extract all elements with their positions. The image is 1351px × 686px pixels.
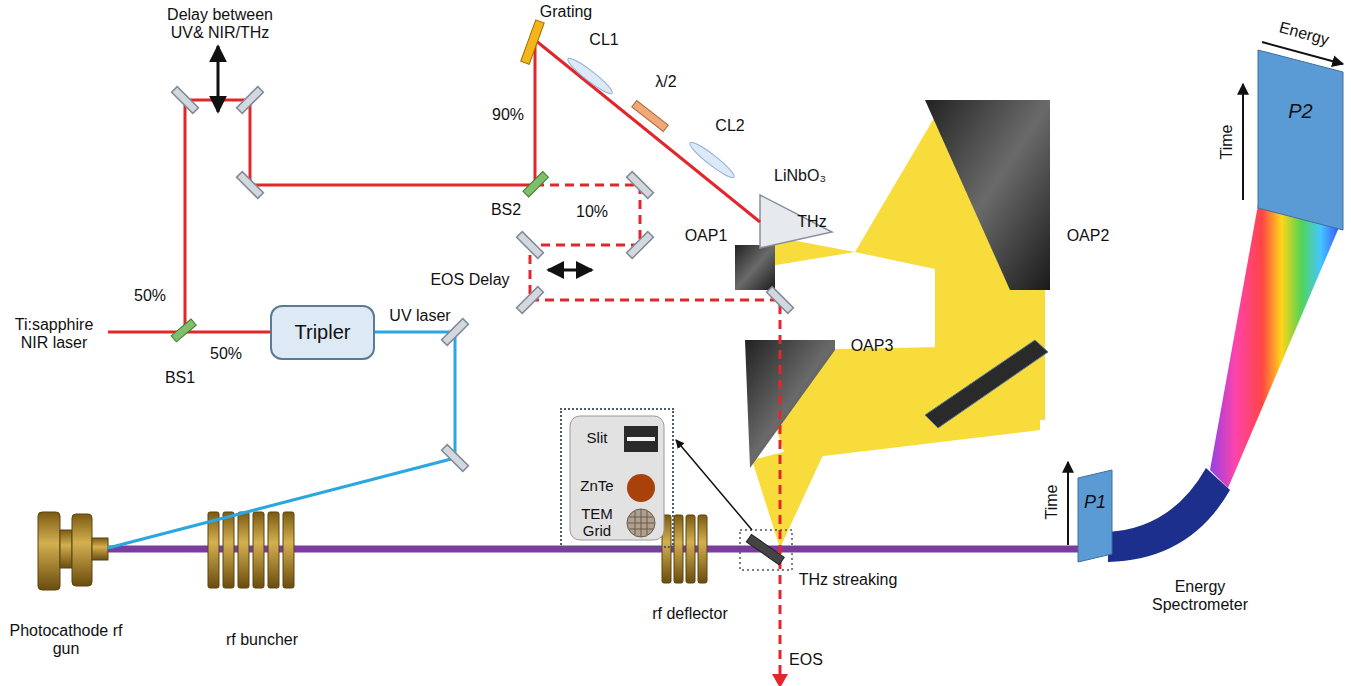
component-label: THz <box>797 213 826 231</box>
delay-arrow <box>548 269 592 272</box>
eos-arrowhead <box>772 674 788 686</box>
tripler-box: Tripler <box>270 305 375 360</box>
component-label: EOS <box>789 651 823 669</box>
inset-label: TEM Grid <box>572 506 622 539</box>
component-label: 10% <box>576 203 608 221</box>
dispersed-beam <box>1210 205 1340 488</box>
component-label: OAP2 <box>1067 227 1110 245</box>
component-label: Delay between UV& NIR/THz <box>160 6 280 43</box>
uv-beam <box>108 332 455 548</box>
component-label: UV laser <box>389 307 450 325</box>
screen-p2: P2 <box>1258 50 1343 230</box>
screen-label: P1 <box>1078 492 1112 513</box>
rf-buncher <box>208 512 294 588</box>
inset-label: ZnTe <box>572 478 622 495</box>
energy-spectrometer <box>1108 468 1230 562</box>
component-label: 50% <box>210 345 242 363</box>
linbo3-prism <box>760 195 832 248</box>
oap3-mirror <box>745 340 835 468</box>
rf-deflector <box>662 515 707 583</box>
half-waveplate <box>632 101 668 132</box>
component-label: rf deflector <box>652 605 728 623</box>
screen-p1: P1 <box>1078 470 1112 562</box>
cylindrical-lens <box>687 139 737 181</box>
oap1-mirror <box>735 245 775 290</box>
oap2-mirror <box>925 100 1050 290</box>
leader-arrow <box>676 440 752 530</box>
rf-gun <box>38 512 108 590</box>
nir-beam <box>185 331 270 334</box>
node-shape <box>1258 50 1343 230</box>
component-label: BS1 <box>165 369 195 387</box>
box-title: Tripler <box>295 321 351 344</box>
component-label: LiNbO₃ <box>774 167 826 185</box>
holder-outline <box>740 530 792 570</box>
bs1 <box>171 319 196 342</box>
inset-label: Slit <box>572 430 622 447</box>
node-shape <box>562 410 672 546</box>
mirrors <box>172 87 794 472</box>
bs2 <box>523 172 548 197</box>
eos-probe-beam <box>530 185 780 676</box>
component-label: Photocathode rf gun <box>6 622 126 659</box>
component-label: BS2 <box>491 201 521 219</box>
component-label: Grating <box>540 3 592 21</box>
component-label: Ti:sapphire NIR laser <box>5 316 103 353</box>
node-shape <box>1078 470 1112 562</box>
component-label: Time <box>1043 485 1061 520</box>
sample-holder <box>746 534 784 564</box>
component-label: Time <box>1218 125 1236 160</box>
component-label: Energy <box>1277 19 1331 50</box>
sample-inset: SlitZnTeTEM Grid <box>560 408 674 548</box>
screen-label: P2 <box>1258 100 1343 123</box>
component-label: THz streaking <box>799 571 898 589</box>
flat-mirror <box>925 340 1048 428</box>
component-label: CL2 <box>715 117 744 135</box>
grating <box>521 20 545 64</box>
component-label: OAP1 <box>685 227 728 245</box>
component-label: λ/2 <box>655 73 676 91</box>
component-label: Energy Spectrometer <box>1145 578 1255 615</box>
component-label: CL1 <box>589 31 618 49</box>
delay-arrow <box>217 46 220 112</box>
component-label: 90% <box>492 106 524 124</box>
component-label: rf buncher <box>226 631 298 649</box>
time-axis <box>1242 84 1244 200</box>
component-label: OAP3 <box>851 337 894 355</box>
component-label: 50% <box>134 287 166 305</box>
cylindrical-lens <box>565 55 615 97</box>
time-axis <box>1067 462 1069 545</box>
nir-beam <box>108 40 760 332</box>
component-label: EOS Delay <box>430 271 509 289</box>
